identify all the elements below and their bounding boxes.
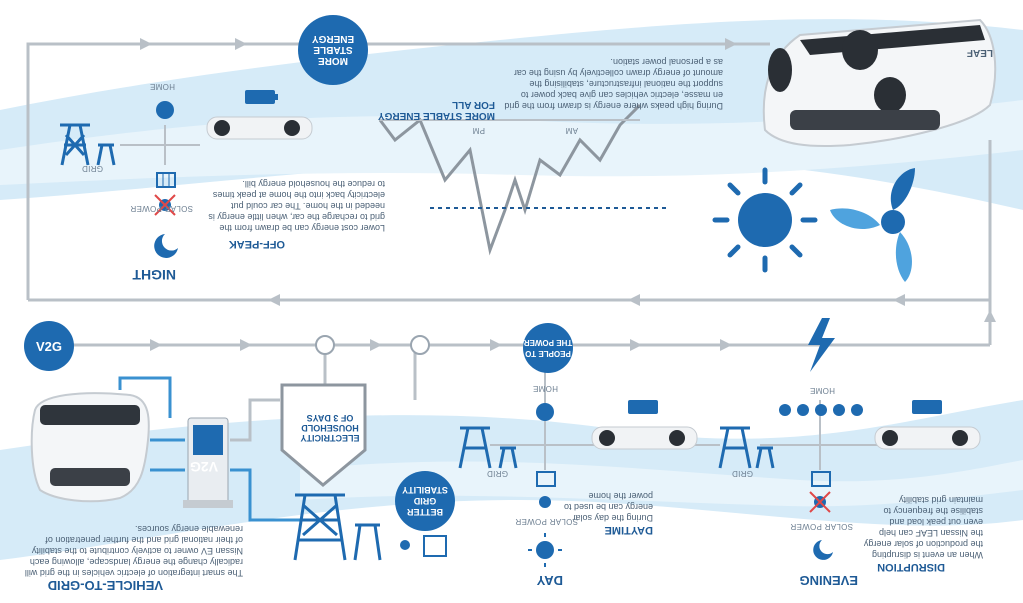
night-solar-panel-icon bbox=[156, 172, 176, 188]
v2g-charging-station bbox=[183, 417, 233, 508]
night-grid-tower-icon bbox=[60, 123, 116, 166]
flow-arrows bbox=[140, 38, 996, 351]
sun-icon bbox=[712, 167, 818, 273]
v2g-text: The smart integration of electric vehicl… bbox=[24, 524, 243, 578]
household-house-icon bbox=[280, 383, 367, 487]
am-label: AM bbox=[565, 126, 578, 135]
evening-moon-icon bbox=[813, 540, 833, 560]
evening-home-bulbs-icon bbox=[779, 404, 863, 416]
day-heading: DAY bbox=[536, 573, 563, 588]
day-car-icon bbox=[591, 426, 698, 450]
solar-off-icon bbox=[154, 194, 176, 216]
night-solar-label: SOLAR POWER bbox=[130, 204, 193, 213]
v2g-car-icon bbox=[30, 392, 150, 503]
day-solar-label: SOLAR POWER bbox=[515, 517, 578, 526]
lightning-icon bbox=[808, 318, 835, 372]
night-heading: NIGHT bbox=[132, 267, 176, 283]
day-subheading: DAYTIME bbox=[604, 524, 654, 536]
day-grid-tower-icon bbox=[458, 426, 518, 469]
evening-solar-label: SOLAR POWER bbox=[790, 522, 853, 531]
v2g-bubble: V2G bbox=[24, 321, 74, 371]
day-grid-label: GRID bbox=[486, 469, 508, 478]
stable-text: During high peaks where energy is drawn … bbox=[504, 57, 723, 111]
evening-solar-off-icon bbox=[809, 471, 831, 513]
people-power-bubble: PEOPLE TO THE POWER bbox=[523, 323, 573, 373]
bottom-wave-light bbox=[300, 460, 1023, 507]
night-car-icon bbox=[206, 116, 313, 140]
evening-car-icon bbox=[874, 426, 981, 450]
evening-heading: EVENING bbox=[799, 573, 858, 588]
evening-text: When an event is disrupting the producti… bbox=[863, 495, 983, 560]
junction-node bbox=[315, 335, 335, 355]
day-home-label: HOME bbox=[532, 384, 558, 393]
day-solar-on-icon bbox=[539, 496, 551, 508]
day-sun-icon bbox=[528, 533, 562, 567]
home-bulb-icon bbox=[156, 101, 174, 119]
day-solar-panel-icon bbox=[536, 471, 556, 487]
junction-node bbox=[410, 335, 430, 355]
evening-home-label: HOME bbox=[809, 386, 835, 395]
leaf-car-top bbox=[762, 18, 997, 148]
household-label: ELECTRICITY HOUSEHOLD OF 3 DAYS bbox=[300, 413, 360, 443]
evening-grid-label: GRID bbox=[731, 469, 753, 478]
evening-grid-tower-icon bbox=[718, 426, 775, 469]
moon-icon bbox=[154, 234, 178, 258]
night-grid-label: GRID bbox=[81, 164, 103, 173]
better-stability-bubble: BETTER GRID STABILITY bbox=[395, 471, 455, 531]
day-battery-icon bbox=[628, 400, 658, 414]
car-badge: LEAF bbox=[966, 47, 993, 58]
more-stable-bubble: MORE STABLE ENERGY bbox=[298, 15, 368, 85]
evening-subheading: DISRUPTION bbox=[877, 561, 945, 573]
day-home-bulb-icon bbox=[536, 403, 554, 421]
night-home-label: HOME bbox=[149, 82, 175, 91]
wind-turbine-icon bbox=[830, 168, 915, 282]
wind-and-solar-icons bbox=[400, 535, 447, 557]
station-label: V2G bbox=[189, 459, 218, 475]
v2g-grid-tower-icon bbox=[293, 493, 382, 561]
v2g-heading: VEHICLE-TO-GRID bbox=[47, 578, 163, 593]
battery-icon bbox=[245, 90, 275, 104]
evening-battery-icon bbox=[912, 400, 942, 414]
night-subheading: OFF-PEAK bbox=[228, 238, 285, 250]
pm-label: PM bbox=[472, 126, 485, 135]
energy-demand-line bbox=[378, 103, 642, 256]
night-text: Lower cost energy can be drawn from the … bbox=[208, 179, 385, 233]
stable-heading: MORE STABLE ENERGY FOR ALL bbox=[378, 99, 495, 121]
